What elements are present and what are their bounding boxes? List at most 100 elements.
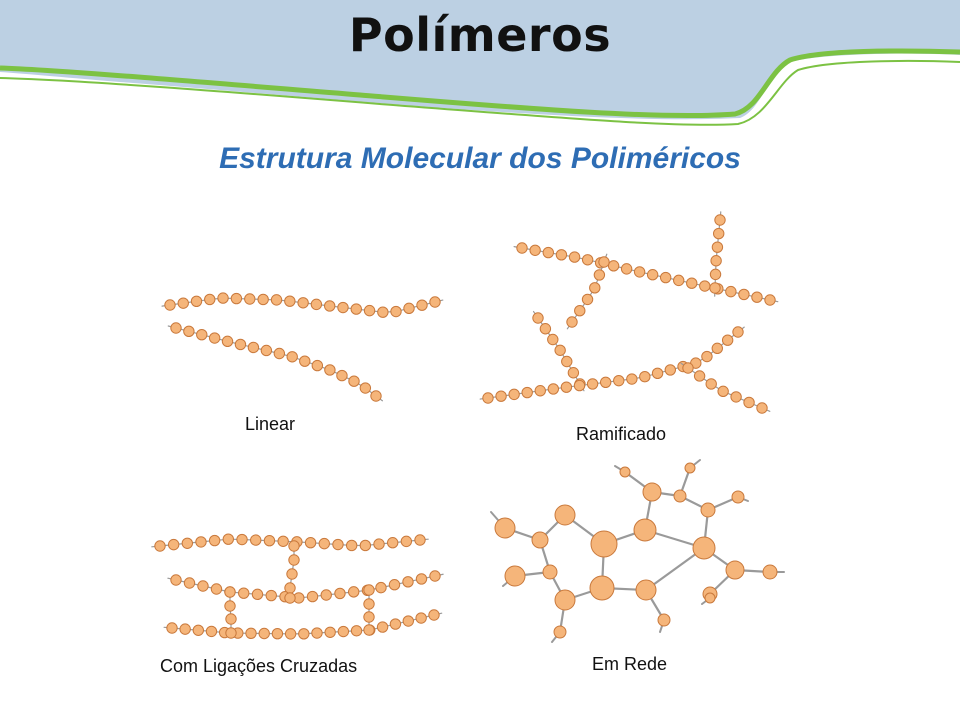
monomer-bead (561, 355, 573, 368)
monomer-bead (560, 381, 573, 393)
monomer-bead (284, 582, 296, 594)
monomer-bead (205, 625, 218, 638)
monomer-bead (613, 374, 625, 387)
monomer-bead (170, 322, 182, 334)
monomer-bead (402, 615, 414, 627)
monomer-bead (732, 326, 744, 338)
label-linear: Linear (245, 414, 296, 434)
monomer-bead (388, 579, 401, 591)
monomer-bead (619, 466, 631, 478)
monomer-bead (377, 306, 389, 318)
monomer-bead (567, 367, 580, 379)
monomer-bead (236, 533, 248, 546)
monomer-bead (414, 534, 426, 546)
monomer-bead (415, 612, 427, 624)
monomer-bead (709, 268, 722, 281)
monomer-bead (225, 613, 237, 625)
monomer-bead (673, 489, 687, 503)
monomer-bead (363, 598, 375, 610)
monomer-bead (363, 584, 375, 596)
monomer-bead (531, 531, 549, 549)
monomer-bead (642, 482, 662, 502)
monomer-bead (568, 251, 581, 263)
monomer-bead (164, 299, 176, 311)
monomer-bead (573, 379, 586, 392)
monomer-bead (709, 282, 721, 294)
monomer-bead (429, 570, 441, 582)
monomer-bead (684, 462, 696, 474)
monomer-bead (370, 390, 382, 402)
monomer-bead (534, 385, 546, 397)
monomer-bead (743, 396, 755, 409)
header-blue-band (0, 0, 960, 120)
monomer-bead (721, 334, 734, 346)
monomer-bead (257, 293, 269, 306)
monomer-bead (270, 294, 283, 306)
monomer-bead (566, 316, 578, 328)
monomer-bead (230, 292, 243, 305)
monomer-bead (217, 292, 229, 304)
monomer-bead (494, 517, 516, 539)
header-green-wave-thin (0, 59, 960, 126)
monomer-bead (589, 282, 601, 294)
monomer-bead (224, 600, 236, 612)
monomer-bead (692, 536, 716, 560)
monomer-bead (297, 297, 309, 309)
monomer-bead (245, 627, 257, 640)
monomer-bead (700, 502, 716, 518)
monomer-bead (196, 328, 208, 341)
monomer-bead (521, 386, 533, 399)
monomer-bead (639, 371, 651, 383)
monomer-bead (751, 291, 763, 303)
monomer-bead (693, 370, 706, 382)
monomer-bead (183, 577, 196, 589)
monomer-bead (764, 294, 776, 306)
monomer-bead (192, 624, 205, 636)
monomer-bead (337, 301, 349, 314)
monomer-bead (177, 297, 189, 309)
monomer-bead (664, 364, 677, 376)
monomer-bead (323, 300, 336, 312)
monomer-bead (306, 590, 319, 603)
monomer-bead (288, 540, 300, 552)
monomer-bead (547, 333, 559, 346)
monomer-bead (247, 341, 260, 354)
monomer-bead (717, 385, 729, 398)
monomer-bead (593, 269, 606, 281)
monomer-bead (373, 538, 385, 550)
monomer-bead (244, 293, 256, 305)
monomer-bead (633, 518, 657, 542)
monomer-bead (554, 589, 576, 611)
monomer-bead (415, 573, 428, 585)
monomer-bead (581, 254, 594, 266)
monomer-bead (542, 246, 554, 259)
monomer-bead (337, 625, 350, 638)
monomer-bead (324, 364, 336, 376)
monomer-bead (348, 375, 360, 387)
slide-title: Polímeros (348, 8, 612, 62)
monomer-bead (166, 622, 178, 634)
monomer-bead (390, 305, 402, 318)
monomer-bead (324, 626, 336, 638)
monomer-bead (334, 587, 346, 600)
monomer-bead (284, 592, 296, 604)
monomer-bead (725, 285, 737, 298)
monomer-bead (204, 293, 216, 306)
monomer-bead (620, 263, 633, 275)
monomer-bead (208, 534, 221, 547)
monomer-bead (167, 538, 180, 551)
monomer-bead (350, 625, 363, 637)
monomer-bead (376, 621, 389, 633)
monomer-bead (711, 241, 724, 253)
monomer-bead (547, 383, 560, 395)
monomer-bead (183, 325, 195, 338)
monomer-bead (363, 624, 375, 636)
monomer-bead (725, 560, 745, 580)
monomer-bead (375, 581, 387, 594)
monomer-bead (529, 244, 541, 256)
monomer-bead (705, 378, 717, 390)
monomer-bead (277, 535, 289, 547)
monomer-bead (263, 534, 276, 547)
monomer-bead (581, 293, 594, 306)
